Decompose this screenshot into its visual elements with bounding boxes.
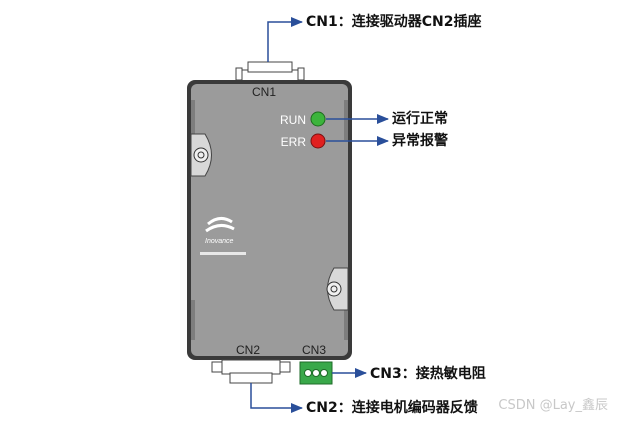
err-led-label: ERR bbox=[281, 135, 307, 149]
logo-text: Inovance bbox=[205, 238, 234, 245]
logo-subtitle-mark bbox=[200, 252, 246, 255]
cn2-arrow bbox=[250, 383, 303, 413]
cn2-label: CN2 bbox=[236, 343, 260, 357]
run-callout: 运行正常 bbox=[392, 111, 448, 127]
cn2-callout: CN2：连接电机编码器反馈 bbox=[306, 400, 478, 416]
cn2-connector bbox=[211, 359, 291, 384]
cn3-terminal bbox=[299, 361, 333, 385]
inovance-logo bbox=[205, 217, 235, 233]
cn1-arrow bbox=[267, 17, 303, 62]
run-led bbox=[310, 111, 326, 127]
module-body bbox=[187, 80, 352, 360]
cn3-label: CN3 bbox=[302, 343, 326, 357]
run-led-label: RUN bbox=[280, 113, 306, 127]
err-callout: 异常报警 bbox=[392, 133, 448, 149]
csdn-watermark: CSDN @Lay_鑫辰 bbox=[498, 398, 608, 413]
cn3-callout: CN3：接热敏电阻 bbox=[370, 366, 486, 382]
err-led bbox=[310, 133, 326, 149]
cn1-label: CN1 bbox=[252, 85, 276, 99]
cn1-callout: CN1：连接驱动器CN2插座 bbox=[306, 14, 482, 30]
